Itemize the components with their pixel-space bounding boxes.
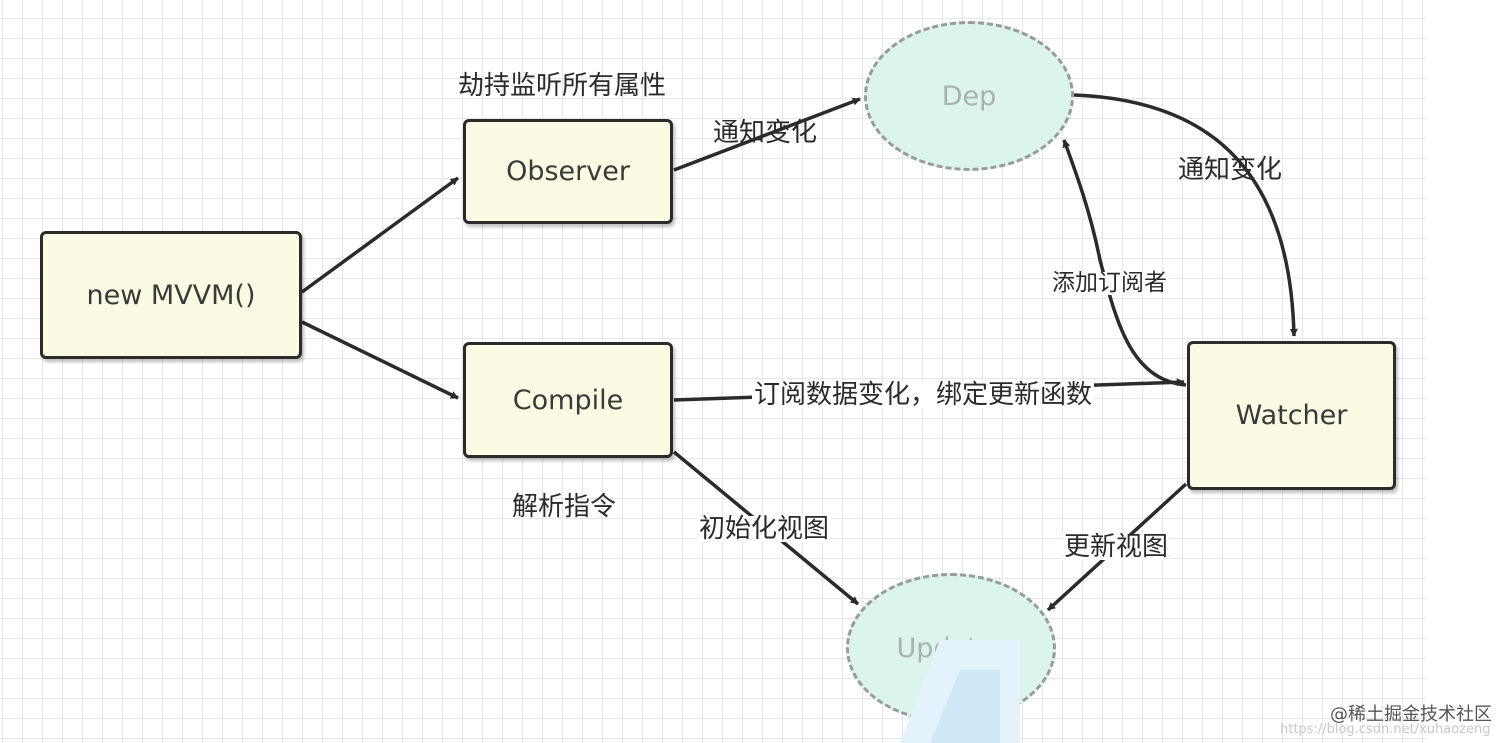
edge-observer-dep xyxy=(673,97,861,172)
edge-mvvm-compile xyxy=(301,320,459,400)
edge-dep-watcher xyxy=(1073,93,1298,337)
label-init-view: 初始化视图 xyxy=(697,514,832,544)
watermark-brand: @稀土掘金技术社区 xyxy=(1330,704,1492,725)
label-notify-watcher: 通知变化 xyxy=(1178,155,1283,185)
edge-watcher-dep xyxy=(1062,139,1187,387)
watermark-url: https://blog.csdn.net/xuhaozeng xyxy=(1280,722,1491,737)
label-parse: 解析指令 xyxy=(512,492,617,522)
label-update-view: 更新视图 xyxy=(1062,532,1171,562)
brand-logo-mark xyxy=(900,640,1020,743)
node-observer: Observer xyxy=(463,119,673,224)
label-hijack: 劫持监听所有属性 xyxy=(458,71,667,101)
edge-mvvm-observer xyxy=(300,176,460,294)
label-add-subscriber: 添加订阅者 xyxy=(1050,270,1169,296)
blank-margin xyxy=(1426,0,1512,743)
node-new-mvvm: new MVVM() xyxy=(40,231,302,359)
label-notify-dep: 通知变化 xyxy=(713,118,818,148)
node-dep: Dep xyxy=(864,21,1074,171)
node-watcher: Watcher xyxy=(1187,341,1396,490)
label-subscribe: 订阅数据变化，绑定更新函数 xyxy=(752,380,1095,410)
node-compile: Compile xyxy=(463,342,673,458)
